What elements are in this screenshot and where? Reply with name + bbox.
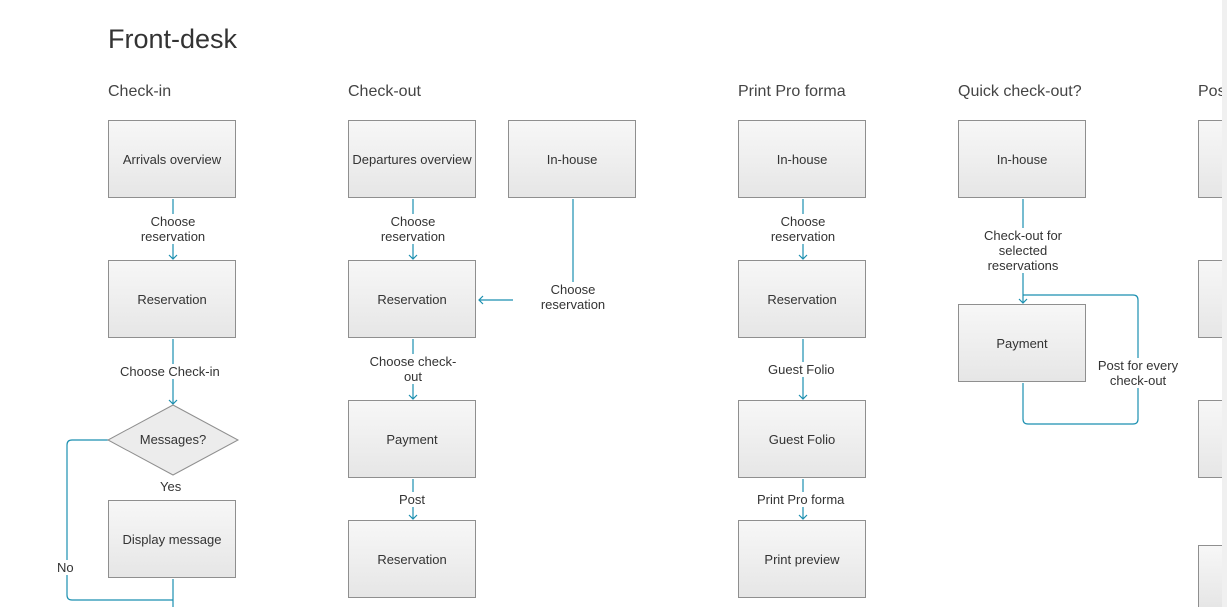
payment-box[interactable]: Payment: [958, 304, 1086, 382]
choose-checkin-label: Choose Check-in: [120, 364, 220, 379]
vertical-scrollbar[interactable]: [1222, 0, 1227, 607]
print-preview-box[interactable]: Print preview: [738, 520, 866, 598]
print-pro-forma-label: Print Pro forma: [757, 492, 845, 507]
post-box-partial[interactable]: [1198, 400, 1222, 478]
connector-no-path: [66, 439, 173, 601]
section-quick-checkout: Quick check-out?: [958, 83, 1082, 100]
checkout-selected-label: Check-out for selected reservations: [980, 228, 1066, 273]
payment-box[interactable]: Payment: [348, 400, 476, 478]
reservation-result-box[interactable]: Reservation: [348, 520, 476, 598]
choose-checkout-label: Choose check- out: [365, 354, 461, 384]
inhouse-box[interactable]: In-house: [958, 120, 1086, 198]
post-box-partial[interactable]: [1198, 120, 1222, 198]
messages-decision-label[interactable]: Messages?: [139, 432, 207, 447]
reservation-box[interactable]: Reservation: [348, 260, 476, 338]
post-every-checkout-label: Post for every check-out: [1094, 358, 1182, 388]
display-message-box[interactable]: Display message: [108, 500, 236, 578]
post-box-partial[interactable]: [1198, 545, 1222, 607]
choose-reservation-label: Choose reservation: [135, 214, 211, 244]
connector-post-every-loop: [1022, 294, 1139, 425]
reservation-box[interactable]: Reservation: [738, 260, 866, 338]
choose-reservation-inhouse-label: Choose reservation: [535, 282, 611, 312]
reservation-box[interactable]: Reservation: [108, 260, 236, 338]
inhouse-box[interactable]: In-house: [508, 120, 636, 198]
page-title: Front-desk: [108, 24, 238, 54]
guest-folio-label: Guest Folio: [768, 362, 835, 377]
messages-diamond: [106, 404, 240, 476]
choose-reservation-label: Choose reservation: [765, 214, 841, 244]
section-checkin: Check-in: [108, 83, 172, 100]
post-label: Post: [399, 492, 426, 507]
no-label: No: [57, 560, 74, 575]
section-print-pro-forma: Print Pro forma: [738, 83, 846, 100]
arrivals-overview-box[interactable]: Arrivals overview: [108, 120, 236, 198]
section-checkout: Check-out: [348, 83, 421, 100]
yes-label: Yes: [160, 479, 182, 494]
departures-overview-box[interactable]: Departures overview: [348, 120, 476, 198]
post-box-partial[interactable]: [1198, 260, 1222, 338]
choose-reservation-label: Choose reservation: [375, 214, 451, 244]
inhouse-box[interactable]: In-house: [738, 120, 866, 198]
section-post: Post: [1198, 83, 1227, 100]
guest-folio-box[interactable]: Guest Folio: [738, 400, 866, 478]
